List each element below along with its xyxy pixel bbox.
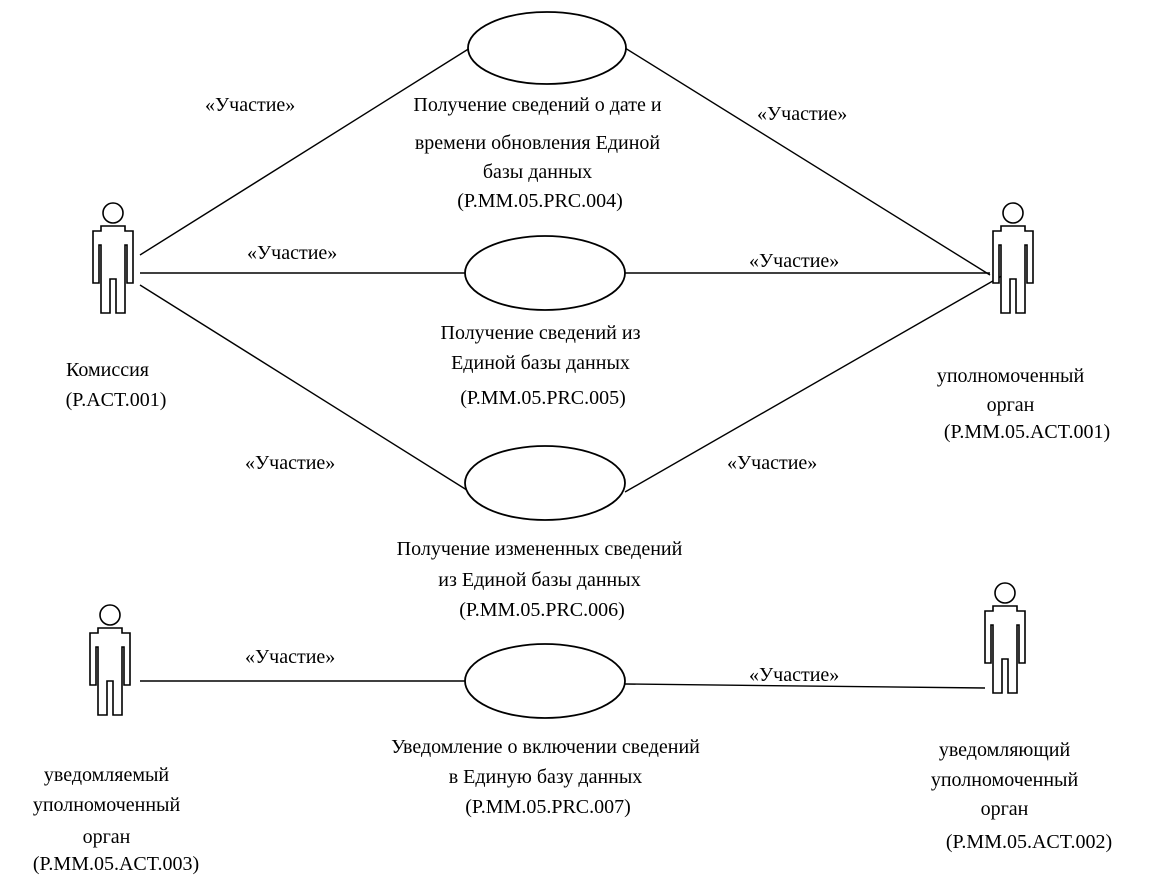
use-case-ellipse-uc004 xyxy=(467,11,627,85)
association-label: «Участие» xyxy=(749,664,839,686)
actor-notifying-body: уведомляющий уполномоченный орган (P.MM.… xyxy=(931,582,1112,853)
actor-icon xyxy=(92,202,134,314)
use-case-ellipse-uc005 xyxy=(464,235,626,311)
actor-label-line: уполномоченный xyxy=(931,769,1079,791)
use-case-label-line: (P.MM.05.PRC.005) xyxy=(460,387,626,409)
association-label: «Участие» xyxy=(749,250,839,272)
assoc-commission-uc004 xyxy=(139,47,471,256)
use-case-label-uc006: Получение измененных сведений из Единой … xyxy=(397,538,688,621)
actor-label-line: (P.MM.05.ACT.002) xyxy=(946,831,1112,853)
use-case-label-line: в Единую базу данных xyxy=(449,766,643,788)
association-label: «Участие» xyxy=(245,646,335,668)
actor-label-line: уведомляющий xyxy=(939,739,1071,761)
use-case-label-line: времени обновления Единой xyxy=(415,132,661,154)
use-case-label-line: базы данных xyxy=(483,161,592,183)
actor-icon xyxy=(992,202,1034,314)
actor-label-line: орган xyxy=(981,798,1029,820)
use-case-ellipse-uc006 xyxy=(464,445,626,521)
use-case-label-line: Уведомление о включении сведений xyxy=(391,736,700,758)
actor-label: уведомляющий уполномоченный орган (P.MM.… xyxy=(931,739,1112,853)
use-case-ellipses xyxy=(464,11,627,719)
association-lines xyxy=(139,47,1013,689)
use-case-label-uc004: Получение сведений о дате и времени обно… xyxy=(413,94,666,212)
use-case-label-line: Получение сведений о дате и xyxy=(413,94,662,116)
actor-commission: Комиссия (P.ACT.001) xyxy=(66,202,167,411)
actor-label: уполномоченный орган (P.MM.05.ACT.001) xyxy=(937,365,1110,443)
assoc-uc007-notifying xyxy=(624,683,986,689)
use-case-label-line: Единой базы данных xyxy=(451,352,630,374)
assoc-uc004-authorized xyxy=(624,47,991,276)
actor-icon xyxy=(89,604,131,716)
actor-label-line: (P.MM.05.ACT.001) xyxy=(944,421,1110,443)
use-case-label-line: (P.MM.05.PRC.006) xyxy=(459,599,625,621)
actor-icon xyxy=(984,582,1026,694)
use-case-label-line: из Единой базы данных xyxy=(438,569,640,591)
actor-label-line: орган xyxy=(83,826,131,848)
association-labels: «Участие» «Участие» «Участие» «Участие» … xyxy=(205,94,847,686)
association-label: «Участие» xyxy=(205,94,295,116)
actor-notified-body: уведомляемый уполномоченный орган (P.MM.… xyxy=(33,604,199,875)
actor-authorized-body: уполномоченный орган (P.MM.05.ACT.001) xyxy=(937,202,1110,443)
use-case-label-uc005: Получение сведений из Единой базы данных… xyxy=(441,322,646,409)
association-label: «Участие» xyxy=(757,103,847,125)
actor-label: Комиссия (P.ACT.001) xyxy=(66,359,167,411)
actor-label-line: уведомляемый xyxy=(44,764,170,786)
actor-label: уведомляемый уполномоченный орган (P.MM.… xyxy=(33,764,199,875)
use-case-label-line: Получение измененных сведений xyxy=(397,538,683,560)
use-case-ellipse-uc007 xyxy=(464,643,626,719)
actor-label-line: уполномоченный xyxy=(33,794,181,816)
actor-label-line: (P.MM.05.ACT.003) xyxy=(33,853,199,875)
actor-label-line: уполномоченный xyxy=(937,365,1085,387)
use-case-label-line: (P.MM.05.PRC.004) xyxy=(457,190,623,212)
association-label: «Участие» xyxy=(727,452,817,474)
actor-label-line: Комиссия xyxy=(66,359,149,381)
use-case-label-line: Получение сведений из xyxy=(441,322,641,344)
assoc-uc006-authorized xyxy=(624,269,1013,493)
assoc-commission-uc006 xyxy=(139,284,471,493)
actor-label-line: (P.ACT.001) xyxy=(66,389,167,411)
actor-label-line: орган xyxy=(987,394,1035,416)
association-label: «Участие» xyxy=(247,242,337,264)
use-case-label-line: (P.MM.05.PRC.007) xyxy=(465,796,631,818)
association-label: «Участие» xyxy=(245,452,335,474)
use-case-label-uc007: Уведомление о включении сведений в Едину… xyxy=(391,736,705,818)
